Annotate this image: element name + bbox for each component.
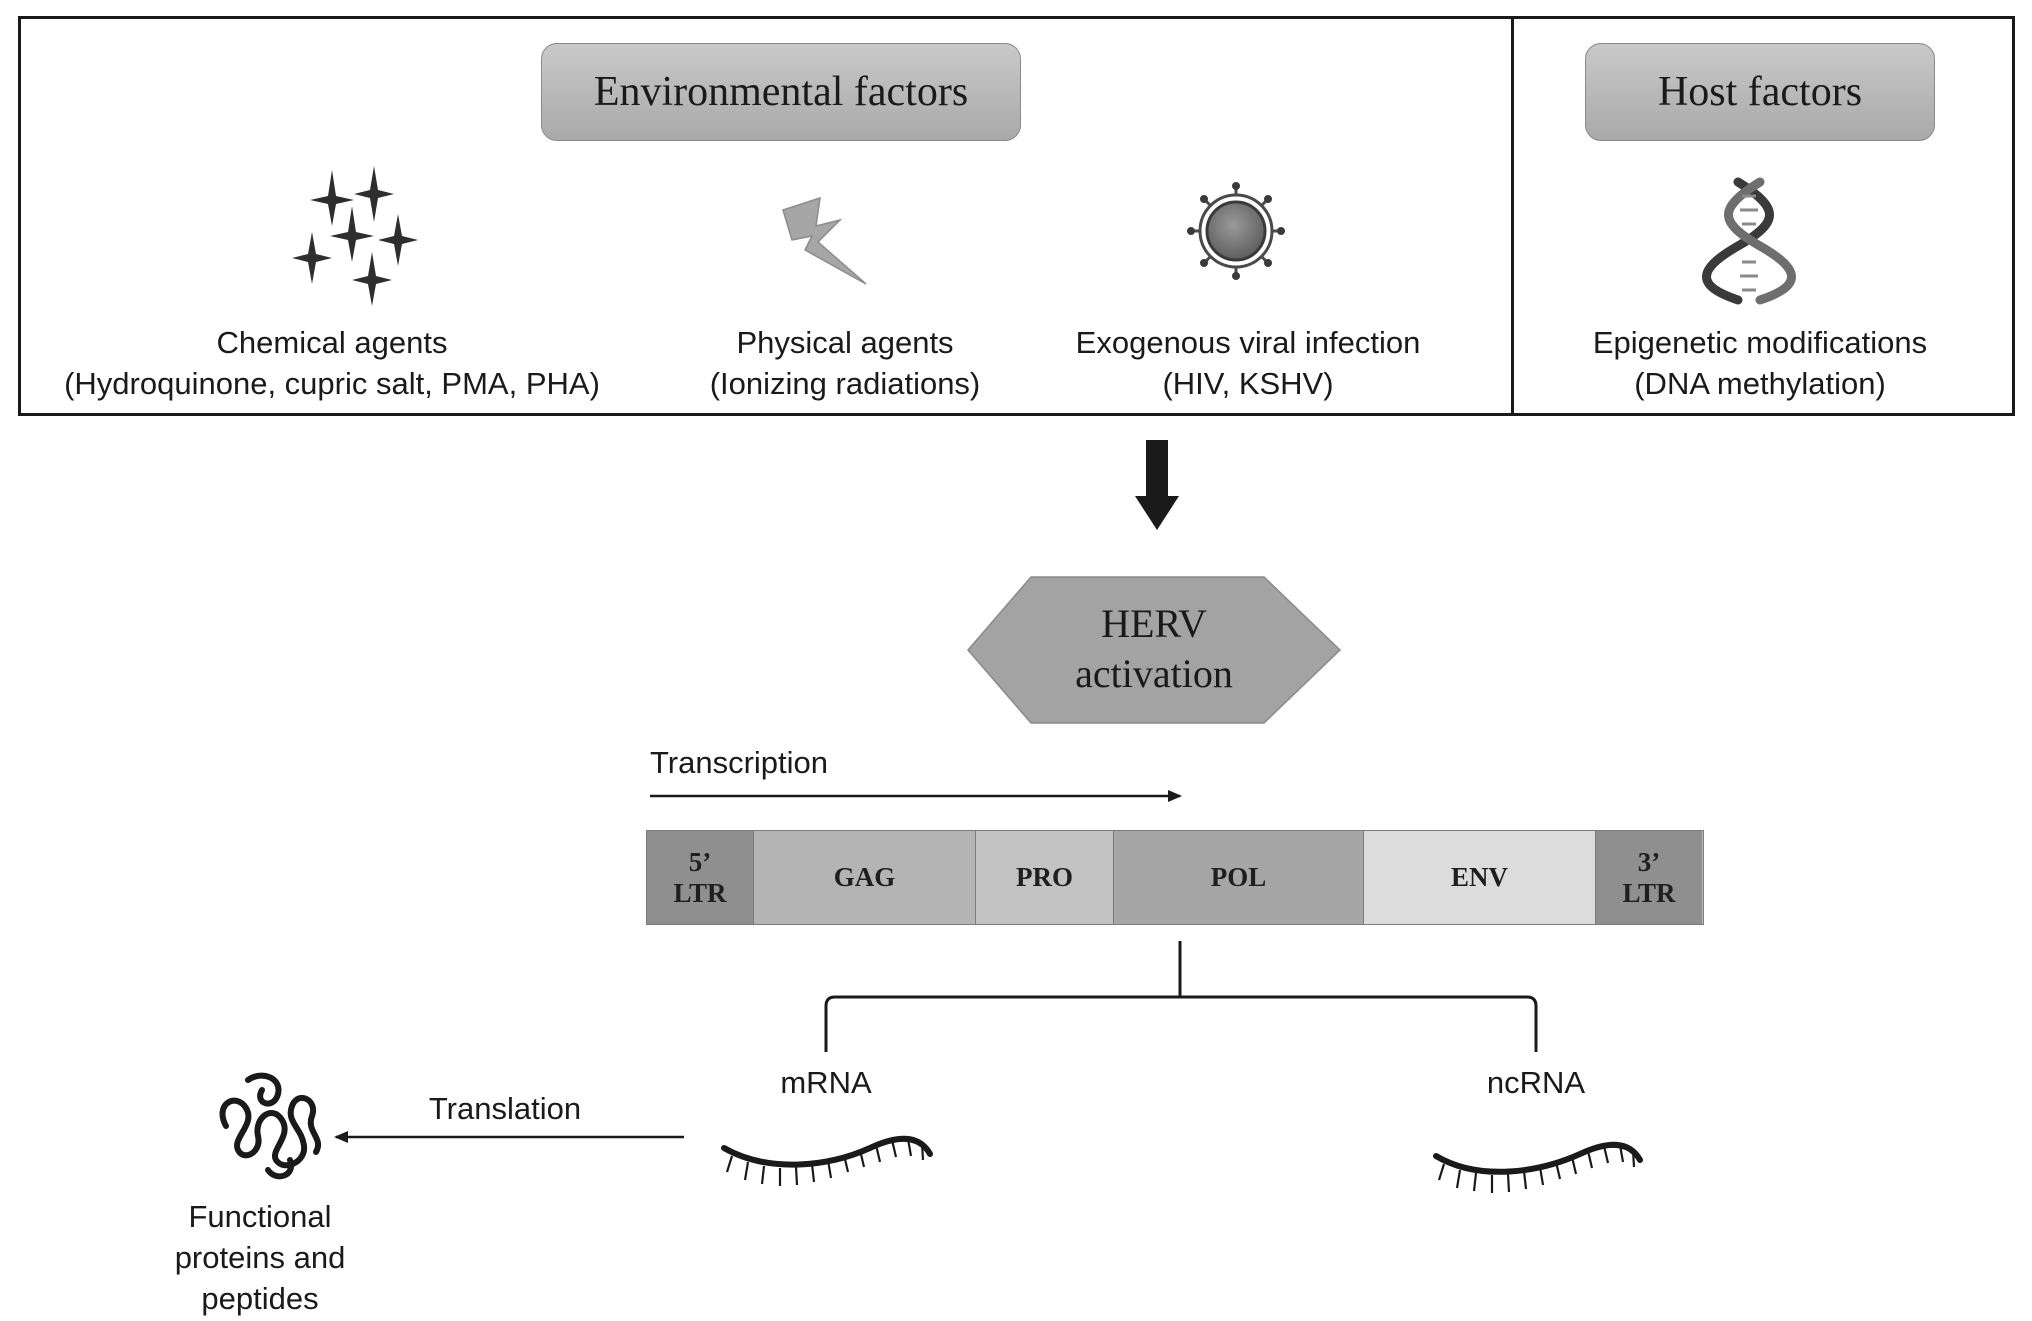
genome-segment-env: ENV [1364,831,1596,924]
epigenetic-caption: Epigenetic modifications (DNA methylatio… [1560,322,1960,404]
chemical-agents-label: Chemical agents [216,325,448,360]
mrna-label: mRNA [780,1065,872,1100]
epigenetic-examples: (DNA methylation) [1634,366,1886,401]
genome-segment-5ltr: 5’ LTR [647,831,754,924]
viral-infection-examples: (HIV, KSHV) [1162,366,1334,401]
environmental-factors-title: Environmental factors [541,43,1021,141]
viral-infection-label: Exogenous viral infection [1075,325,1421,360]
segment-gag-label: GAG [833,862,896,892]
genome-segment-3ltr: 3’ LTR [1596,831,1702,924]
sparkle-cluster-icon [292,166,418,306]
genome-segment-pol: POL [1114,831,1364,924]
protein-caption-line3: peptides [201,1281,319,1316]
herv-activation-hexagon [967,576,1342,724]
herv-label-line2: activation [1075,651,1233,696]
protein-squiggle-icon [219,1072,321,1180]
host-factors-title-text: Host factors [1657,69,1863,115]
products-bracket [824,941,1538,1052]
genome-segment-pro: PRO [976,831,1114,924]
chemical-agents-examples: (Hydroquinone, cupric salt, PMA, PHA) [64,366,600,401]
viral-infection-caption: Exogenous viral infection (HIV, KSHV) [1048,322,1448,404]
virus-icon [1187,182,1285,280]
segment-3ltr-prime: 3’ [1637,846,1661,877]
herv-activation-label: HERV activation [968,599,1340,699]
factors-frame [18,16,2015,416]
protein-caption-line2: proteins and [174,1240,346,1275]
host-factors-title: Host factors [1585,43,1935,141]
herv-label-line1: HERV [1101,601,1207,646]
physical-agents-label: Physical agents [736,325,954,360]
ncrna-strand-icon [1433,1141,1643,1193]
dna-helix-icon [1702,177,1796,305]
herv-genome-bar: 5’ LTR GAG PRO POL ENV 3’ LTR [646,830,1704,925]
genome-segment-gag: GAG [754,831,976,924]
chemical-agents-caption: Chemical agents (Hydroquinone, cupric sa… [32,322,632,404]
ncrna-label: ncRNA [1486,1065,1586,1100]
segment-pol-label: POL [1210,862,1267,892]
factors-divider [1511,16,1514,416]
segment-5ltr-prime: 5’ [688,846,712,877]
segment-env-label: ENV [1450,862,1508,892]
translation-label: Translation [428,1091,582,1126]
lightning-bolt-icon [782,196,867,285]
environmental-factors-title-text: Environmental factors [593,69,969,115]
protein-caption: Functional proteins and peptides [140,1196,380,1319]
mrna-strand-icon [721,1135,933,1186]
down-arrow [1135,440,1179,530]
physical-agents-caption: Physical agents (Ionizing radiations) [680,322,1010,404]
segment-5ltr-label: LTR [673,877,727,908]
physical-agents-examples: (Ionizing radiations) [709,366,981,401]
segment-3ltr-label: LTR [1622,877,1676,908]
protein-caption-line1: Functional [188,1199,332,1234]
segment-pro-label: PRO [1016,862,1073,892]
epigenetic-label: Epigenetic modifications [1592,325,1928,360]
transcription-label: Transcription [650,745,829,780]
